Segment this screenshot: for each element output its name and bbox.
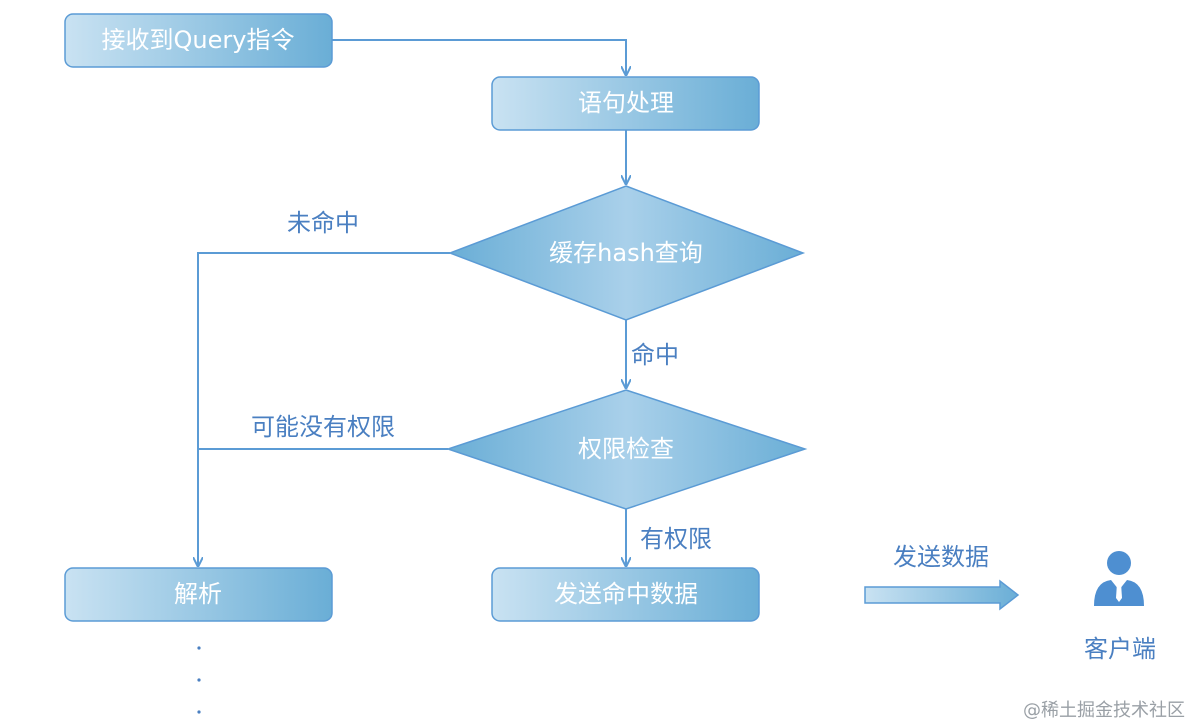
edge-label-maybe-no-permission: 可能没有权限 <box>251 413 395 441</box>
node-send-hit-data-label: 发送命中数据 <box>554 580 698 608</box>
send-data-arrow <box>864 579 1020 611</box>
send-data-label: 发送数据 <box>893 543 989 571</box>
edge-label-miss: 未命中 <box>287 209 359 237</box>
edge-receive-to-processing <box>332 39 626 74</box>
user-icon <box>1094 551 1144 606</box>
watermark: @稀土掘金技术社区 <box>1023 700 1185 721</box>
edge-label-hit: 命中 <box>631 341 679 369</box>
client-label: 客户端 <box>1084 635 1156 663</box>
node-permission-check: 权限检查 <box>445 389 808 510</box>
node-cache-hash-lookup-label: 缓存hash查询 <box>549 239 703 267</box>
node-receive-query-label: 接收到Query指令 <box>102 26 295 54</box>
node-statement-processing-label: 语句处理 <box>578 89 674 117</box>
node-parse-label: 解析 <box>174 580 222 608</box>
edge-label-has-permission: 有权限 <box>640 525 712 553</box>
node-cache-hash-lookup: 缓存hash查询 <box>447 185 806 321</box>
node-receive-query: 接收到Query指令 <box>64 13 333 68</box>
node-send-hit-data: 发送命中数据 <box>491 567 760 622</box>
ellipsis-continuation <box>197 646 201 714</box>
node-permission-check-label: 权限检查 <box>578 435 674 463</box>
edge-cache-miss-to-parse <box>198 252 450 565</box>
node-statement-processing: 语句处理 <box>491 76 760 131</box>
node-parse: 解析 <box>64 567 333 622</box>
